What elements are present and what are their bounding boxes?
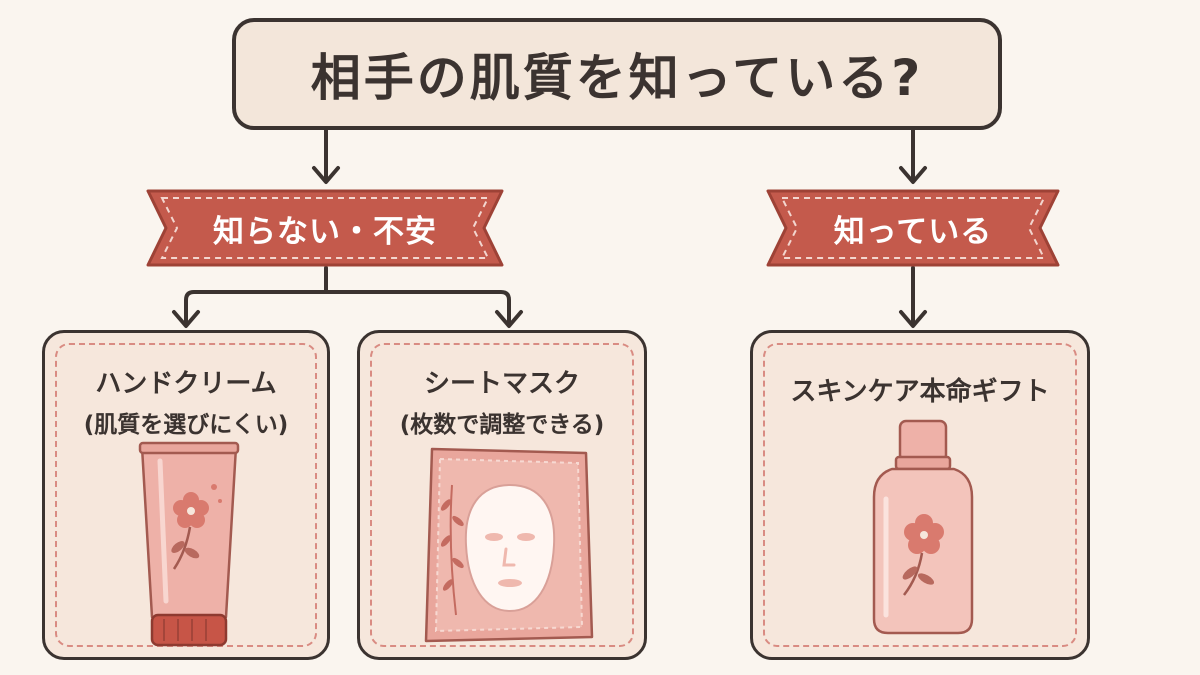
arrow-right-to-card bbox=[899, 266, 927, 328]
question-text: 相手の肌質を知っている? bbox=[310, 49, 924, 107]
card-sheet-mask: シートマスク (枚数で調整できる) bbox=[357, 330, 647, 660]
hand-cream-tube-icon bbox=[138, 441, 240, 647]
card-subtitle: (肌質を選びにくい) bbox=[83, 412, 289, 438]
ribbon-right-shape bbox=[766, 189, 1060, 267]
question-box: 相手の肌質を知っている? bbox=[232, 18, 1002, 130]
card-dashed-border bbox=[370, 343, 634, 647]
card-title: シートマスク bbox=[423, 369, 580, 399]
card-hand-cream: ハンドクリーム (肌質を選びにくい) bbox=[42, 330, 330, 660]
card-dashed-border bbox=[763, 343, 1077, 647]
sheet-mask-icon bbox=[424, 447, 594, 643]
branch-label-left: 知らない・不安 bbox=[213, 213, 437, 250]
branch-label-right: 知っている bbox=[833, 213, 993, 250]
ribbon-left-shape bbox=[146, 189, 504, 267]
card-subtitle: (枚数で調整できる) bbox=[399, 412, 605, 438]
arrow-left-split bbox=[172, 266, 523, 328]
arrow-question-to-left bbox=[312, 128, 340, 184]
card-skincare-gift: スキンケア本命ギフト bbox=[750, 330, 1090, 660]
card-title: スキンケア本命ギフト bbox=[790, 377, 1050, 407]
skincare-bottle-icon bbox=[872, 419, 974, 635]
arrow-question-to-right bbox=[899, 128, 927, 184]
card-title: ハンドクリーム bbox=[95, 369, 277, 399]
